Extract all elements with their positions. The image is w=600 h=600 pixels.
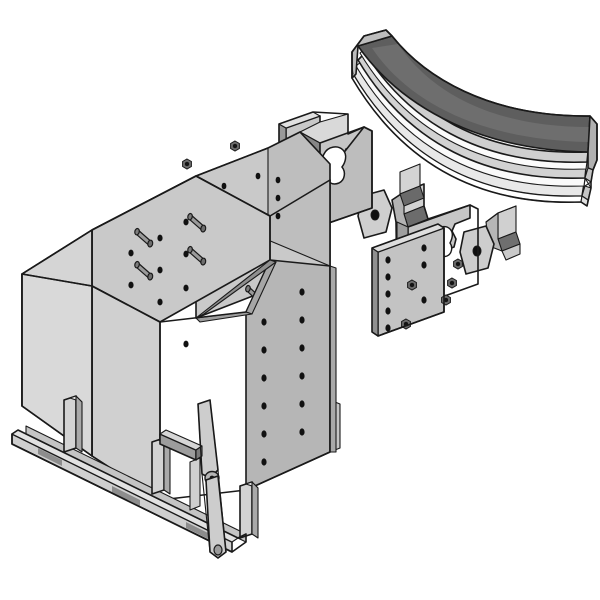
- beam-right-cap-notch: [584, 177, 592, 189]
- crate-right-hole: [261, 458, 267, 466]
- mounting-plate-hole: [385, 273, 391, 281]
- crate-base-skids: [11, 395, 259, 553]
- mounting-plate-hole: [385, 324, 391, 332]
- beam-top-shading: [372, 44, 589, 142]
- crate-panel-hole: [183, 250, 189, 258]
- crate-rear-hole: [221, 182, 227, 190]
- mounting-plate-outline: [371, 223, 445, 337]
- skid-rail-shadow: [186, 522, 208, 539]
- crate-panel-hole: [157, 298, 163, 306]
- part-spacer-tab-right: [459, 225, 495, 275]
- crate-edges: [21, 175, 331, 501]
- crate-right-hole: [261, 318, 267, 326]
- mounting-plate-hole: [421, 244, 427, 252]
- beam-outline: [351, 29, 598, 207]
- part-shipping-crate: [11, 131, 341, 559]
- mounting-plate-hole: [385, 256, 391, 264]
- skid-outline: [11, 429, 247, 553]
- mounting-plate-hole: [421, 261, 427, 269]
- right-clip-lower-flange: [501, 243, 521, 261]
- skid-rail-shadow: [112, 486, 140, 506]
- skid-post: [63, 395, 83, 453]
- crate-right-hole: [299, 288, 305, 296]
- mounting-plate-hole: [385, 307, 391, 315]
- crate-panel-hole: [183, 218, 189, 226]
- crate-right-hole: [261, 430, 267, 438]
- crate-right-hole: [261, 374, 267, 382]
- mounting-plate-hole: [385, 290, 391, 298]
- skid-post: [189, 457, 201, 511]
- loose-hex-nut[interactable]: [182, 158, 192, 170]
- crate-panel-hole: [128, 281, 134, 289]
- crate-rear-hole: [275, 176, 281, 184]
- crate-panel-hole: [183, 284, 189, 292]
- loose-hex-nut[interactable]: [230, 140, 240, 152]
- mounting-plate-hole: [421, 296, 427, 304]
- spacer-tab-right-hole: [472, 245, 482, 257]
- crate-panel-hole: [157, 266, 163, 274]
- crate-top-ledge: [195, 259, 277, 319]
- crate-rear-hole: [255, 172, 261, 180]
- plate-hex-nut: [447, 277, 457, 289]
- spacer-tab-center-hole: [370, 209, 380, 221]
- crate-right-hole: [299, 344, 305, 352]
- part-mounting-plate: [371, 223, 463, 337]
- crate-right-hole: [299, 372, 305, 380]
- part-bumper-beam: [351, 29, 598, 207]
- plate-hex-nut: [453, 258, 463, 270]
- center-clip-dark-band: [399, 185, 425, 207]
- latch-rod-outline: [197, 399, 227, 559]
- crate-latch-rod: [159, 399, 227, 559]
- latch-rod-end: [213, 544, 223, 556]
- crate-panel-hole: [183, 340, 189, 348]
- part-center-clip: [399, 163, 425, 207]
- crate-right-edge-band: [329, 265, 337, 453]
- crate-panel-hole: [157, 234, 163, 242]
- plate-hex-nut: [407, 279, 417, 291]
- skid-rail-shadow: [38, 448, 62, 466]
- skid-post: [239, 481, 259, 539]
- crate-right-hole: [299, 316, 305, 324]
- crate-right-hole: [299, 428, 305, 436]
- crate-rear-hole: [275, 212, 281, 220]
- crate-right-hole: [299, 400, 305, 408]
- plate-hex-nut: [441, 294, 451, 306]
- crate-panel-hole: [128, 249, 134, 257]
- crate-right-hole: [261, 402, 267, 410]
- crate-right-hole: [261, 346, 267, 354]
- right-clip-edge: [485, 205, 517, 223]
- crate-rear-hole: [275, 194, 281, 202]
- mounting-plate-edge: [371, 247, 379, 337]
